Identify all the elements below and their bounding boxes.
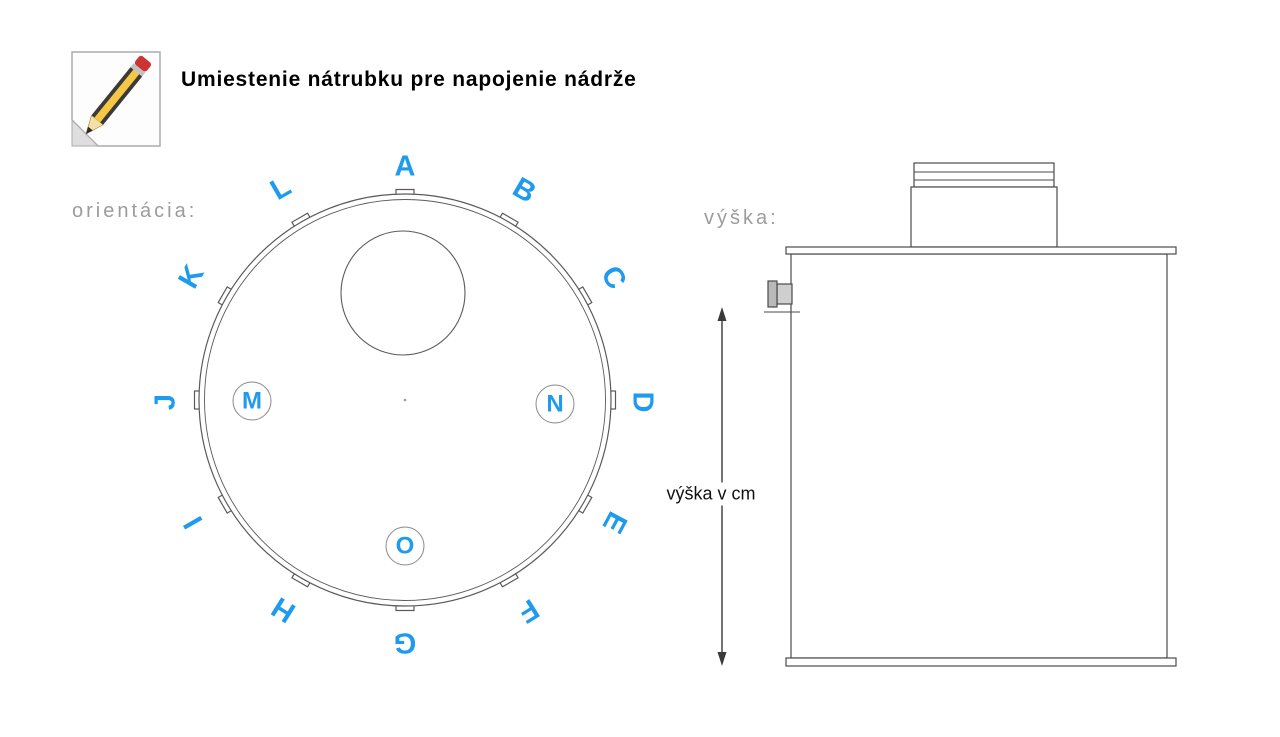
tank-top-view <box>193 188 617 612</box>
marker-n: N <box>535 384 575 424</box>
pencil-note-icon <box>71 51 161 147</box>
orientation-letter-g: G <box>393 626 417 659</box>
top-flange <box>785 246 1177 255</box>
tank-side-view <box>717 162 1177 667</box>
arrowhead-up <box>717 307 727 321</box>
bottom-flange <box>785 657 1177 667</box>
tank-neck <box>910 186 1058 248</box>
orientation-letter-j: J <box>149 393 182 411</box>
arrowhead-down <box>717 652 727 666</box>
neck-cap <box>913 162 1055 188</box>
marker-o: O <box>385 526 425 566</box>
tank-rim-inner <box>204 199 606 601</box>
orientation-label: orientácia: <box>72 200 198 222</box>
pencil-ferrule <box>130 63 146 77</box>
height-label: výška: <box>704 207 779 229</box>
pencil-eraser <box>134 55 152 72</box>
marker-m: M <box>232 381 272 421</box>
orientation-letter-d: D <box>626 391 659 413</box>
page-title: Umiestenie nátrubku pre napojenie nádrže <box>181 68 637 91</box>
tank-body <box>790 253 1168 659</box>
marker-m-label: M <box>242 387 262 414</box>
tank-center-mark <box>403 398 407 402</box>
height-dimension-label: výška v cm <box>662 482 760 506</box>
inlet-nozzle <box>764 280 800 313</box>
manhole-circle <box>340 230 466 356</box>
orientation-letter-a: A <box>394 150 416 183</box>
pencil-body <box>91 67 143 125</box>
marker-n-label: N <box>546 390 564 417</box>
pencil-lead <box>86 126 93 134</box>
marker-o-label: O <box>395 532 415 559</box>
